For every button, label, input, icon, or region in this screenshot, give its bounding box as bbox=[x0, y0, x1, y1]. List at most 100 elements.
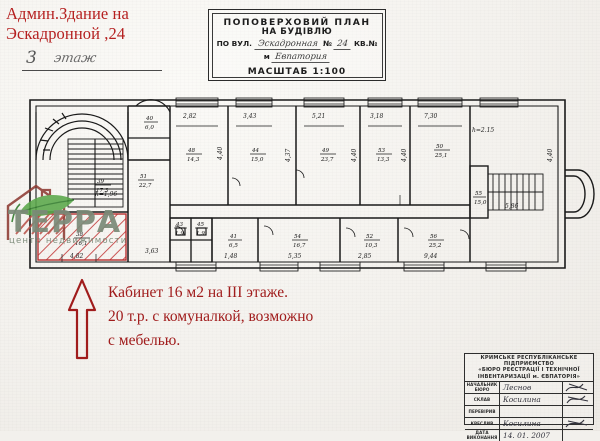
red-up-arrow-icon bbox=[67, 278, 97, 360]
floor-word: этаж bbox=[52, 51, 98, 66]
room-number: 55 bbox=[475, 191, 483, 197]
room-area: 6,0 bbox=[145, 125, 154, 131]
room-area: 1,9 bbox=[175, 231, 184, 237]
plan-title-block: ПОПОВЕРХОВИЙ ПЛАН НА БУДІВЛЮ ПО ВУЛ. Эск… bbox=[208, 9, 386, 81]
room-number: 43 bbox=[175, 222, 184, 228]
city-value: Евпатория bbox=[271, 51, 331, 63]
logo-brand-text: ТЕРРА bbox=[8, 205, 122, 240]
house-label: № bbox=[323, 38, 332, 48]
room-area: 15,0 bbox=[251, 157, 264, 163]
arch-structure bbox=[35, 112, 129, 161]
room-area: 13,3 bbox=[377, 157, 390, 163]
room-number: 41 bbox=[229, 234, 237, 240]
dim-width: 4,82 bbox=[69, 253, 84, 260]
window-symbols-bottom bbox=[175, 261, 527, 272]
room-area: 16,7 bbox=[293, 243, 306, 249]
bti-row-label: НАЧАЛЬНИК БЮРО bbox=[465, 382, 500, 394]
signature-mark bbox=[563, 394, 593, 405]
street-label: ПО ВУЛ. bbox=[216, 38, 252, 48]
bti-row: НАЧАЛЬНИК БЮРО Леснов bbox=[465, 382, 593, 395]
room-number: 48 bbox=[187, 148, 196, 154]
room-number: 44 bbox=[251, 148, 260, 154]
bti-header-line1: КРИМСЬКЕ РЕСПУБЛІКАНСЬКЕ bbox=[480, 355, 578, 361]
bti-header-line4: ІНВЕНТАРИЗАЦІЇ м. ЄВПАТОРІЯ» bbox=[477, 373, 581, 380]
bti-header-line3: «БЮРО РЕЄСТРАЦІЇ І ТЕХНІЧНОЇ bbox=[478, 367, 580, 374]
dim-width: 2,85 bbox=[357, 253, 372, 260]
leaf-icon bbox=[11, 195, 75, 223]
upper-room-walls bbox=[170, 106, 471, 262]
dim-height: 4,37 bbox=[285, 148, 292, 163]
dim-width: 7,30 bbox=[424, 113, 438, 120]
bti-row-label: ПЕРЕВІРИВ bbox=[465, 406, 500, 418]
dim-height: 4,40 bbox=[401, 148, 408, 163]
room-number: 51 bbox=[140, 174, 147, 180]
room-number: 52 bbox=[366, 234, 374, 240]
house-outline-icon bbox=[6, 184, 66, 240]
scale-label: МАСШТАБ 1:100 bbox=[247, 66, 347, 77]
room-number: 56 bbox=[430, 234, 438, 240]
window-symbols-top bbox=[175, 97, 519, 108]
dim-width: 1,48 bbox=[224, 253, 238, 260]
dim-width: 9,44 bbox=[424, 253, 438, 260]
bti-row-value: Косилина bbox=[500, 394, 563, 406]
annotation-line3: с мебелью. bbox=[108, 332, 181, 349]
page-title-line1: Админ.Здание на bbox=[6, 4, 129, 23]
room-area: 6,5 bbox=[229, 243, 238, 249]
bti-row-value: Леснов bbox=[500, 382, 563, 394]
bti-header-line2: ПІДПРИЄМСТВО bbox=[503, 361, 555, 368]
dim-width: 5,21 bbox=[312, 113, 325, 120]
room-number: 45 bbox=[196, 222, 205, 228]
signature-mark bbox=[563, 418, 593, 429]
apt-label: КВ.№ bbox=[354, 38, 378, 48]
title-block-street-row: ПО ВУЛ. Эскадронная № 24 КВ.№ bbox=[213, 38, 382, 50]
room-area: 1,9 bbox=[196, 231, 205, 237]
bti-row: КРЕСЛИВ Косилина bbox=[465, 418, 593, 431]
room-number: 50 bbox=[436, 144, 444, 150]
listing-annotation: Кабинет 16 м2 на III этаже. 20 т.р. с ко… bbox=[108, 281, 438, 353]
room-number: 53 bbox=[378, 148, 386, 154]
title-block-main: ПОПОВЕРХОВИЙ ПЛАН bbox=[223, 16, 371, 28]
dim-width: 3,63 bbox=[145, 248, 159, 255]
signature-mark bbox=[563, 382, 593, 393]
right-bay-apse bbox=[565, 169, 595, 219]
right-staircase bbox=[469, 165, 544, 219]
dim-width: 2,82 bbox=[182, 113, 197, 120]
bti-stamp-header: КРИМСЬКЕ РЕСПУБЛІКАНСЬКЕ ПІДПРИЄМСТВО «Б… bbox=[465, 354, 593, 383]
door-swings bbox=[174, 169, 470, 240]
bti-row: СКЛАВ Косилина bbox=[465, 394, 593, 407]
annotation-line1: Кабинет 16 м2 на III этаже. bbox=[108, 284, 288, 301]
bti-row-value bbox=[500, 406, 563, 418]
street-value: Эскадронная bbox=[253, 38, 321, 50]
title-block-sub: НА БУДІВЛЮ bbox=[261, 26, 333, 37]
dim-width: 5,35 bbox=[288, 253, 302, 260]
lower-room-walls bbox=[170, 217, 470, 262]
dim-height: 4,40 bbox=[547, 148, 554, 163]
terra-logo-icon bbox=[6, 184, 75, 240]
room-number: 40 bbox=[145, 116, 154, 122]
annotation-line2: 20 т.р. с комуналкой, возможно bbox=[108, 308, 314, 325]
title-block-city-row: м Евпатория bbox=[213, 51, 382, 63]
bti-row: ПЕРЕВІРИВ bbox=[465, 406, 593, 419]
dim-staircase: 5,86 bbox=[505, 203, 519, 210]
room-area: 25,2 bbox=[428, 243, 442, 249]
room-area: 14,3 bbox=[187, 157, 200, 163]
city-label: м bbox=[263, 51, 270, 61]
dim-width: 3,43 bbox=[243, 113, 257, 120]
room-area: 10,3 bbox=[365, 243, 378, 249]
bti-row-value: Косилина bbox=[500, 418, 563, 430]
bti-row-label: КРЕСЛИВ bbox=[465, 418, 500, 430]
bti-row-label: ДАТА ВИКОНАННЯ bbox=[465, 430, 500, 441]
signature-mark bbox=[563, 430, 593, 441]
house-value: 24 bbox=[333, 38, 352, 50]
ceiling-height-note: h=2.15 bbox=[472, 127, 494, 134]
page-title: Админ.Здание на Эскадронной ,24 bbox=[6, 4, 196, 44]
room-area: 15,0 bbox=[474, 200, 487, 206]
signature-mark bbox=[563, 406, 593, 417]
dim-height: 4,40 bbox=[351, 148, 358, 163]
room-area: 23,7 bbox=[320, 157, 334, 163]
bti-stamp-block: КРИМСЬКЕ РЕСПУБЛІКАНСЬКЕ ПІДПРИЄМСТВО «Б… bbox=[464, 353, 594, 441]
room-area: 25,1 bbox=[434, 153, 447, 159]
dim-width: 3,18 bbox=[370, 113, 384, 120]
room-number: 54 bbox=[294, 234, 302, 240]
